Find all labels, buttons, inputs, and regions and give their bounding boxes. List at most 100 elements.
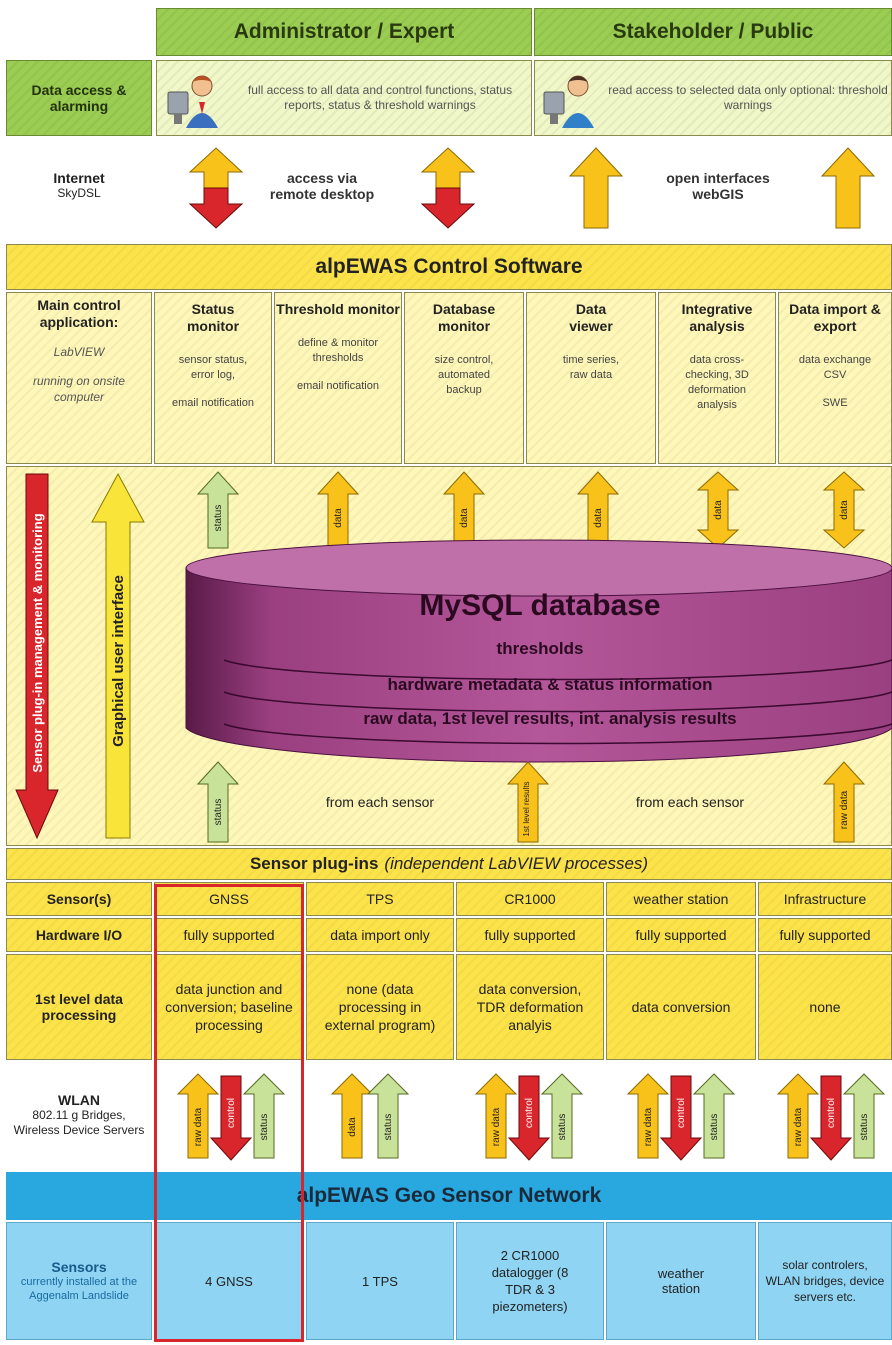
plugins-title-bar: Sensor plug-ins (independent LabVIEW pro… xyxy=(6,848,892,880)
module-desc: data cross-checking, 3D deformation anal… xyxy=(685,354,749,411)
access-admin-cell xyxy=(156,60,532,136)
row-label-proc: 1st level data processing xyxy=(6,954,152,1060)
hw-support: fully supported xyxy=(758,918,892,952)
mysql-title: MySQL database xyxy=(419,589,661,622)
module-title: Data viewer xyxy=(569,301,613,334)
wlan-arrow-group xyxy=(474,1072,584,1167)
module-title: Integrative analysis xyxy=(681,301,753,334)
hw-support: data import only xyxy=(306,918,454,952)
access-public-text: read access to selected data only option… xyxy=(608,83,888,112)
processing-desc: data conversion xyxy=(606,954,756,1060)
row-label-sensor: Sensor(s) xyxy=(6,882,152,916)
raw-data-label: raw data xyxy=(838,790,850,830)
wlan-arrow-group xyxy=(176,1072,286,1167)
wlan-title: WLAN xyxy=(58,1092,100,1108)
network-label-cell: Sensors currently installed at the Aggen… xyxy=(6,1222,152,1340)
main-control-title: Main control application: xyxy=(37,297,121,330)
level-results-label: 1st level results xyxy=(522,781,531,837)
db-layer: thresholds xyxy=(496,639,584,658)
raw-data-label: raw data xyxy=(792,1107,804,1147)
data-label: data xyxy=(712,500,724,520)
module-threshold: Threshold monitor define & monitor thres… xyxy=(274,292,402,464)
sensor-name: CR1000 xyxy=(456,882,604,916)
role-admin: Administrator / Expert xyxy=(156,8,532,56)
raw-data-arrow xyxy=(822,760,866,849)
wlan-arrow-group xyxy=(626,1072,736,1167)
module-desc: data exchange CSV xyxy=(798,354,872,381)
network-title: alpEWAS Geo Sensor Network xyxy=(6,1172,892,1220)
from-sensor-text: from each sensor xyxy=(325,794,435,810)
module-desc2: email notification xyxy=(297,380,379,392)
gui-label: Graphical user interface xyxy=(109,575,127,747)
module-title: Data import & export xyxy=(789,301,881,334)
up-arrow-icon xyxy=(820,146,876,235)
module-desc: size control, automated backup xyxy=(434,354,494,396)
internet-sub: SkyDSL xyxy=(57,186,101,200)
status-arrow-up xyxy=(196,470,240,555)
module-desc: sensor status, error log, xyxy=(178,354,248,381)
plugins-subtitle: (independent LabVIEW processes) xyxy=(384,854,649,873)
main-control-note: running on onsite computer xyxy=(32,374,126,404)
wlan-sub: 802.11 g Bridges, Wireless Device Server… xyxy=(13,1108,145,1137)
network-sensor: 1 TPS xyxy=(306,1222,454,1340)
hw-support: fully supported xyxy=(606,918,756,952)
network-label: Sensors xyxy=(51,1259,107,1275)
processing-desc: none xyxy=(758,954,892,1060)
control-label: control xyxy=(825,1098,837,1129)
status-label: status xyxy=(212,798,224,826)
module-desc2: SWE xyxy=(822,397,848,409)
sensor-name: GNSS xyxy=(154,882,304,916)
sensor-name: TPS xyxy=(306,882,454,916)
raw-data-label: raw data xyxy=(490,1107,502,1147)
status-label: status xyxy=(858,1113,870,1141)
data-label: data xyxy=(838,500,850,520)
module-title: Database monitor xyxy=(432,301,496,334)
row-label-hw: Hardware I/O xyxy=(6,918,152,952)
gui-arrow xyxy=(90,472,146,842)
plugins-title: Sensor plug-ins xyxy=(249,854,379,873)
processing-desc: data junction and conversion; baseline p… xyxy=(154,954,304,1060)
processing-desc: data conversion, TDR deformation analyis xyxy=(456,954,604,1060)
network-sensor: weather station xyxy=(606,1222,756,1340)
internet-public-text: open interfaces webGIS xyxy=(666,170,770,202)
data-label: data xyxy=(346,1117,358,1137)
up-arrow-icon xyxy=(568,146,624,235)
raw-data-label: raw data xyxy=(642,1107,654,1147)
module-viewer: Data viewer time series, raw data xyxy=(526,292,656,464)
hw-support: fully supported xyxy=(154,918,304,952)
status-arrow-up xyxy=(196,760,240,849)
access-label: Data access & alarming xyxy=(6,60,152,136)
internet-title: Internet xyxy=(53,170,105,186)
status-label: status xyxy=(382,1113,394,1141)
internet-admin-text: access via remote desktop xyxy=(269,170,375,202)
access-public-cell xyxy=(534,60,892,136)
db-layer: raw data, 1st level results, int. analys… xyxy=(363,709,737,728)
role-public: Stakeholder / Public xyxy=(534,8,892,56)
module-database: Database monitor size control, automated… xyxy=(404,292,524,464)
wlan-arrow-group xyxy=(330,1072,410,1167)
level-results-arrow xyxy=(506,760,550,849)
network-sublabel: currently installed at the Aggenalm Land… xyxy=(20,1276,138,1302)
from-sensor-text: from each sensor xyxy=(635,794,745,810)
sensor-name: Infrastructure xyxy=(758,882,892,916)
gnss-highlight-frame xyxy=(154,884,304,1342)
network-sensor: 2 CR1000 datalogger (8 TDR & 3 piezomete… xyxy=(456,1222,604,1340)
internet-label: Internet SkyDSL xyxy=(6,150,152,220)
module-desc: time series, raw data xyxy=(562,354,620,381)
module-desc2: email notification xyxy=(172,397,254,409)
network-sensor: 4 GNSS xyxy=(154,1222,304,1340)
hw-support: fully supported xyxy=(456,918,604,952)
control-label: control xyxy=(675,1098,687,1129)
status-label: status xyxy=(708,1113,720,1141)
user-admin-icon xyxy=(164,70,224,130)
main-control-cell: Main control application: LabVIEW runnin… xyxy=(6,292,152,464)
module-import-export: Data import & export data exchange CSV S… xyxy=(778,292,892,464)
module-status: Status monitor sensor status, error log,… xyxy=(154,292,272,464)
db-layer: hardware metadata & status information xyxy=(387,675,713,694)
access-admin-text: full access to all data and control func… xyxy=(247,83,513,112)
plugin-mgmt-arrow xyxy=(14,472,60,842)
control-label: control xyxy=(523,1098,535,1129)
module-integrative: Integrative analysis data cross-checking… xyxy=(658,292,776,464)
wlan-arrow-group xyxy=(776,1072,886,1167)
data-double-arrow xyxy=(822,470,866,555)
